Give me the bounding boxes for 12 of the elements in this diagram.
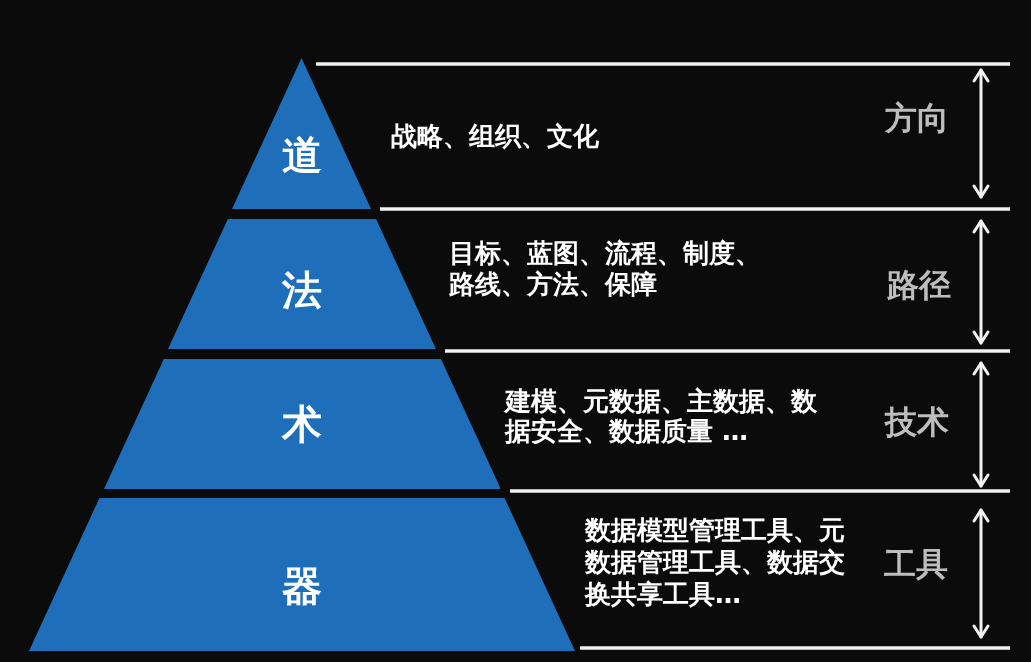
description-text: 目标、蓝图、流程、制度、路线、方法、保障 <box>449 238 762 300</box>
tier-label: 道 <box>282 133 322 177</box>
tier-label: 器 <box>282 564 322 608</box>
category-label: 方向 <box>885 100 949 136</box>
category-label: 路径 <box>887 267 951 303</box>
category-label: 工具 <box>884 546 948 582</box>
tier-label: 法 <box>282 268 322 312</box>
description-text: 战略、组织、文化 <box>391 121 599 152</box>
description-text: 数据模型管理工具、元数据管理工具、数据交换共享工具… <box>585 514 846 610</box>
category-label: 技术 <box>885 404 949 440</box>
tier-label: 术 <box>282 402 322 446</box>
description-text: 建模、元数据、主数据、数据安全、数据质量 … <box>505 386 818 446</box>
